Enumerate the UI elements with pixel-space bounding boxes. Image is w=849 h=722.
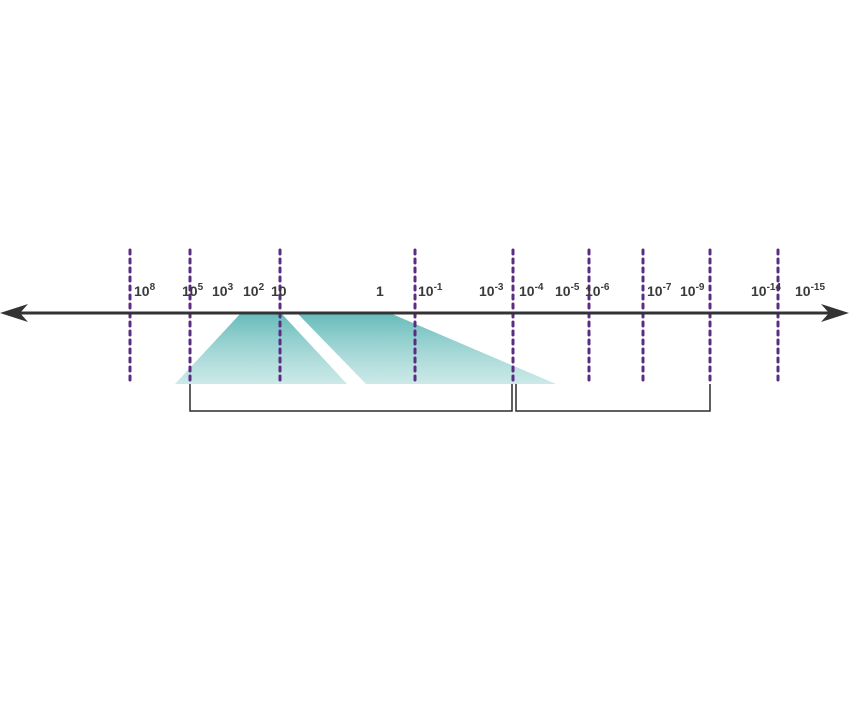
bracket-right	[515, 384, 711, 412]
tick-label-base: 10	[212, 283, 228, 299]
tick-label: 10-5	[555, 282, 580, 299]
tick-label-exponent: -15	[811, 282, 826, 293]
tick-label-base: 10	[271, 283, 287, 299]
tick-label-base: 10	[243, 283, 259, 299]
tick-label: 10-9	[680, 282, 705, 299]
tick-label: 10-3	[479, 282, 504, 299]
tick-label-exponent: -7	[663, 282, 672, 293]
tick-label-base: 10	[795, 283, 811, 299]
axis-left-arrow-icon	[0, 304, 28, 322]
tick-label-base: 10	[585, 283, 601, 299]
tick-label-base: 10	[479, 283, 495, 299]
tick-label-exponent: -5	[571, 282, 580, 293]
tick-label-exponent: -14	[767, 282, 782, 293]
tick-label-exponent: 2	[259, 282, 265, 293]
axis-right-arrow-icon	[821, 304, 849, 322]
tick-label: 10-4	[519, 282, 544, 299]
tick-label-exponent: -4	[535, 282, 544, 293]
divider-lines	[128, 248, 780, 385]
tick-label-exponent: -9	[696, 282, 705, 293]
tick-label-exponent: 5	[198, 282, 204, 293]
tick-label-base: 10	[519, 283, 535, 299]
tick-label-base: 10	[555, 283, 571, 299]
tick-label-base: 10	[418, 283, 434, 299]
tick-label-base: 10	[680, 283, 696, 299]
tick-label: 10-7	[647, 282, 672, 299]
tick-label-exponent: 3	[228, 282, 234, 293]
tick-label: 10-14	[751, 282, 781, 299]
tick-label: 102	[243, 282, 265, 299]
tick-label: 105	[182, 282, 204, 299]
tick-label-base: 10	[182, 283, 198, 299]
tick-label: 10-1	[418, 282, 443, 299]
tick-label: 10-15	[795, 282, 825, 299]
tick-label-base: 10	[751, 283, 767, 299]
range-band-right	[298, 314, 556, 384]
tick-label-exponent: -3	[495, 282, 504, 293]
tick-label: 108	[134, 282, 156, 299]
tick-label-exponent: -6	[601, 282, 610, 293]
tick-label-base: 10	[134, 283, 150, 299]
tick-label: 1	[376, 283, 384, 299]
bracket-left	[189, 384, 513, 412]
tick-label: 103	[212, 282, 234, 299]
tick-label-exponent: -1	[434, 282, 443, 293]
tick-label-base: 10	[647, 283, 663, 299]
range-band-left	[175, 314, 347, 384]
tick-label-base: 1	[376, 283, 384, 299]
tick-label-exponent: 8	[150, 282, 156, 293]
tick-label: 10-6	[585, 282, 610, 299]
tick-label: 10	[271, 283, 287, 299]
